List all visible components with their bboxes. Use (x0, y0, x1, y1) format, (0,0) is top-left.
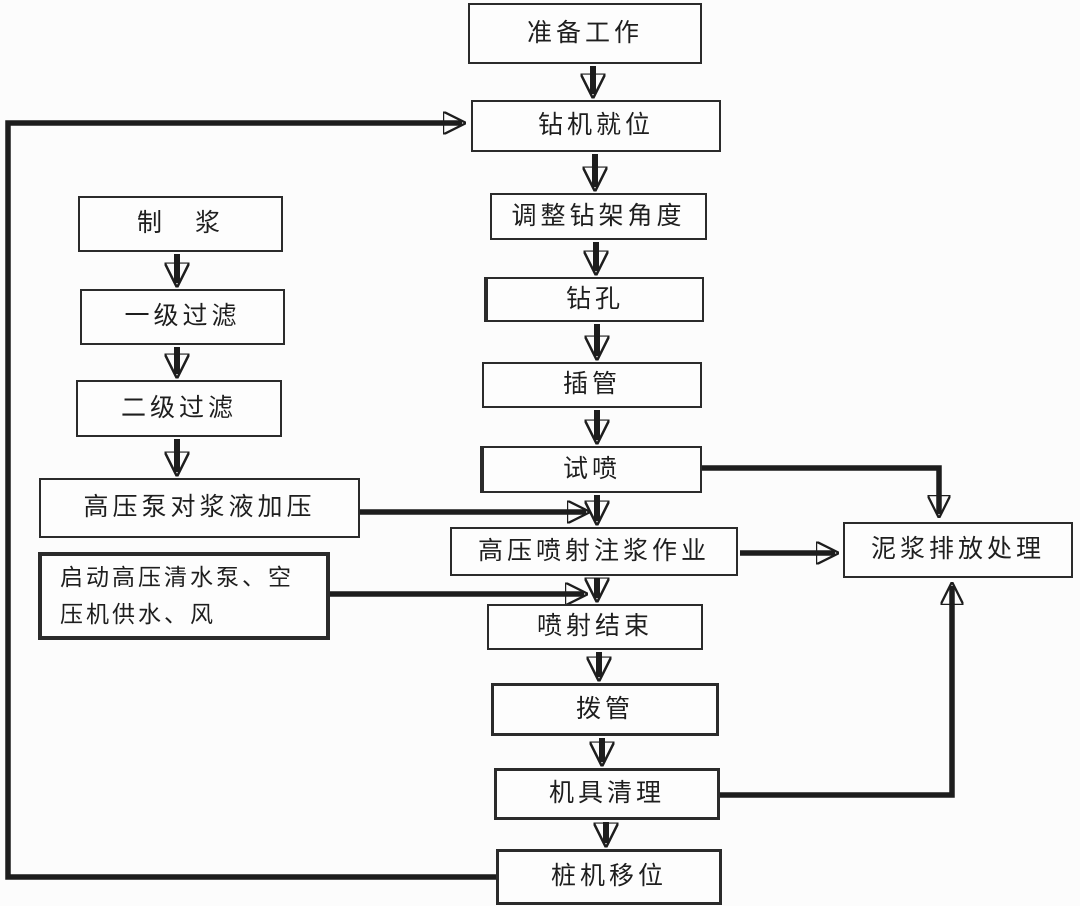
node-slurry-making-label: 制 浆 (136, 210, 224, 238)
node-drilling-label: 钻孔 (565, 285, 624, 313)
node-pump-pressurize: 高压泵对浆液加压 (39, 478, 360, 538)
node-start-water-air-supply-label: 启动高压清水泵、空压机供水、风 (60, 565, 294, 627)
node-prepare-work: 准备工作 (468, 3, 702, 64)
arrow-trial-to-mud-top (702, 465, 939, 514)
node-insert-pipe: 插管 (482, 362, 702, 408)
node-rig-relocation-label: 桩机移位 (550, 863, 667, 891)
node-trial-jet-label: 试喷 (562, 455, 621, 483)
node-jet-finish-label: 喷射结束 (536, 613, 653, 641)
node-primary-filter: 一级过滤 (80, 289, 285, 345)
node-slurry-making: 制 浆 (78, 196, 283, 252)
node-jet-finish: 喷射结束 (487, 604, 703, 650)
node-secondary-filter: 二级过滤 (76, 380, 282, 437)
node-equipment-cleaning-label: 机具清理 (548, 780, 665, 808)
node-mud-discharge-treatment-label: 泥浆排放处理 (870, 536, 1045, 564)
arrow-cleaning-to-mud-bottom (720, 586, 952, 798)
node-secondary-filter-label: 二级过滤 (120, 394, 237, 422)
node-trial-jet: 试喷 (480, 446, 702, 493)
node-prepare-work-label: 准备工作 (526, 19, 643, 47)
node-jet-grouting: 高压喷射注浆作业 (450, 527, 738, 576)
node-pump-pressurize-label: 高压泵对浆液加压 (83, 494, 316, 522)
arrow-relocation-loop-to-rig (5, 123, 496, 880)
node-adjust-frame-angle-label: 调整钻架角度 (511, 202, 686, 230)
node-rig-in-place-label: 钻机就位 (537, 112, 654, 140)
node-mud-discharge-treatment: 泥浆排放处理 (843, 522, 1073, 578)
node-rig-relocation: 桩机移位 (496, 849, 722, 905)
node-pull-pipe-label: 拨管 (575, 695, 634, 723)
node-start-water-air-supply: 启动高压清水泵、空压机供水、风 (38, 552, 330, 640)
node-primary-filter-label: 一级过滤 (124, 303, 241, 331)
node-pull-pipe: 拨管 (491, 683, 719, 736)
node-rig-in-place: 钻机就位 (471, 100, 721, 152)
node-jet-grouting-label: 高压喷射注浆作业 (477, 537, 710, 565)
node-insert-pipe-label: 插管 (562, 371, 621, 399)
node-adjust-frame-angle: 调整钻架角度 (490, 193, 707, 240)
node-drilling: 钻孔 (484, 277, 704, 322)
node-equipment-cleaning: 机具清理 (494, 768, 720, 820)
